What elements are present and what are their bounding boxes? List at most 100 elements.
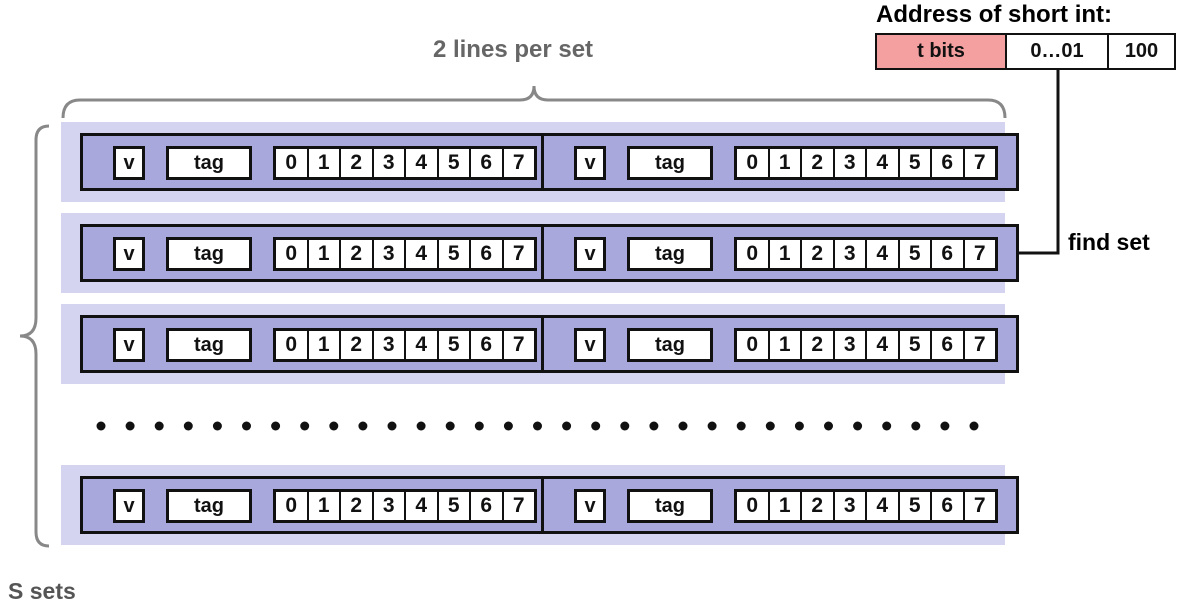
byte-cell: 0 — [737, 331, 770, 359]
ellipsis-dot — [300, 421, 310, 431]
byte-cell: 3 — [374, 492, 406, 520]
byte-cell: 2 — [802, 240, 835, 268]
valid-bit: v — [113, 237, 145, 271]
lines-per-set-label: 2 lines per set — [432, 36, 594, 63]
ellipsis-dot — [969, 421, 979, 431]
byte-cell: 7 — [973, 151, 986, 174]
ellipsis-dot — [794, 421, 804, 431]
ellipsis-dot — [562, 421, 572, 431]
byte-cell: 3 — [835, 331, 867, 359]
byte-cell: 0 — [276, 492, 309, 520]
byte-cell: 1 — [770, 331, 802, 359]
byte-cell: 1 — [770, 492, 802, 520]
byte-cell: 4 — [867, 331, 900, 359]
byte-cell: 2 — [341, 240, 374, 268]
ellipsis-dot — [533, 421, 542, 431]
ellipsis-dot — [620, 421, 630, 431]
ellipsis-dot — [271, 421, 281, 431]
byte-cell: 1 — [309, 331, 341, 359]
ellipsis-dot — [911, 421, 921, 431]
byte-cell: 5 — [439, 492, 471, 520]
ellipsis-dot — [154, 421, 164, 431]
ellipsis-dot — [824, 421, 833, 431]
byte-cell: 7 — [512, 494, 525, 517]
tag-field: tag — [166, 146, 252, 180]
tag-field: tag — [627, 328, 713, 362]
byte-cell: 1 — [770, 240, 802, 268]
ellipsis-dot — [183, 421, 193, 431]
tag-field: tag — [627, 146, 713, 180]
ellipsis-dot — [678, 421, 688, 431]
byte-cell: 4 — [406, 240, 439, 268]
byte-cell: 2 — [341, 149, 374, 177]
ellipsis-dot — [765, 421, 775, 431]
byte-cell: 2 — [802, 492, 835, 520]
byte-cell: 0 — [276, 331, 309, 359]
tag-field: tag — [627, 237, 713, 271]
ellipsis-dot — [474, 421, 484, 431]
ellipsis-dot — [736, 421, 746, 431]
byte-cell: 4 — [867, 240, 900, 268]
byte-cell: 1 — [309, 492, 341, 520]
byte-cell: 5 — [439, 331, 471, 359]
ellipsis-dot — [329, 421, 339, 431]
byte-cell: 1 — [309, 240, 341, 268]
byte-cell: 0 — [276, 240, 309, 268]
byte-cell: 7 — [973, 242, 986, 265]
byte-cell: 7 — [973, 494, 986, 517]
address-block-offset: 100 — [1107, 33, 1176, 70]
byte-cell: 7 — [512, 151, 525, 174]
byte-cell: 3 — [374, 240, 406, 268]
byte-cell: 5 — [439, 240, 471, 268]
valid-bit: v — [113, 328, 145, 362]
ellipsis-dot — [649, 421, 659, 431]
byte-cell: 4 — [867, 492, 900, 520]
byte-cell: 3 — [835, 492, 867, 520]
byte-cell: 1 — [770, 149, 802, 177]
tag-field: tag — [166, 237, 252, 271]
ellipsis-dot — [387, 421, 397, 431]
byte-cell: 7 — [512, 333, 525, 356]
address-set-index: 0…01 — [1005, 33, 1109, 70]
ellipsis-dot — [503, 421, 513, 431]
byte-cell: 6 — [932, 149, 965, 177]
top-brace — [61, 85, 1007, 119]
byte-cell: 6 — [471, 149, 504, 177]
byte-cell: 0 — [737, 492, 770, 520]
ellipsis-dot — [212, 421, 222, 431]
byte-cell: 2 — [802, 331, 835, 359]
valid-bit: v — [113, 489, 145, 523]
valid-bit: v — [574, 328, 606, 362]
byte-cell: 6 — [932, 331, 965, 359]
ellipsis-dot — [242, 421, 251, 431]
byte-cell: 4 — [406, 149, 439, 177]
byte-cell: 4 — [406, 331, 439, 359]
s-sets-label: S sets — [8, 578, 76, 604]
ellipsis-dot — [125, 421, 135, 431]
byte-cell: 6 — [932, 240, 965, 268]
byte-cell: 0 — [737, 240, 770, 268]
byte-cell: 7 — [512, 242, 525, 265]
valid-bit: v — [113, 146, 145, 180]
byte-cell: 2 — [802, 149, 835, 177]
find-set-label: find set — [1068, 229, 1150, 255]
left-brace — [19, 124, 50, 548]
ellipsis-dot — [940, 421, 950, 431]
byte-cell: 6 — [471, 492, 504, 520]
valid-bit: v — [574, 489, 606, 523]
ellipsis-dot — [882, 421, 892, 431]
